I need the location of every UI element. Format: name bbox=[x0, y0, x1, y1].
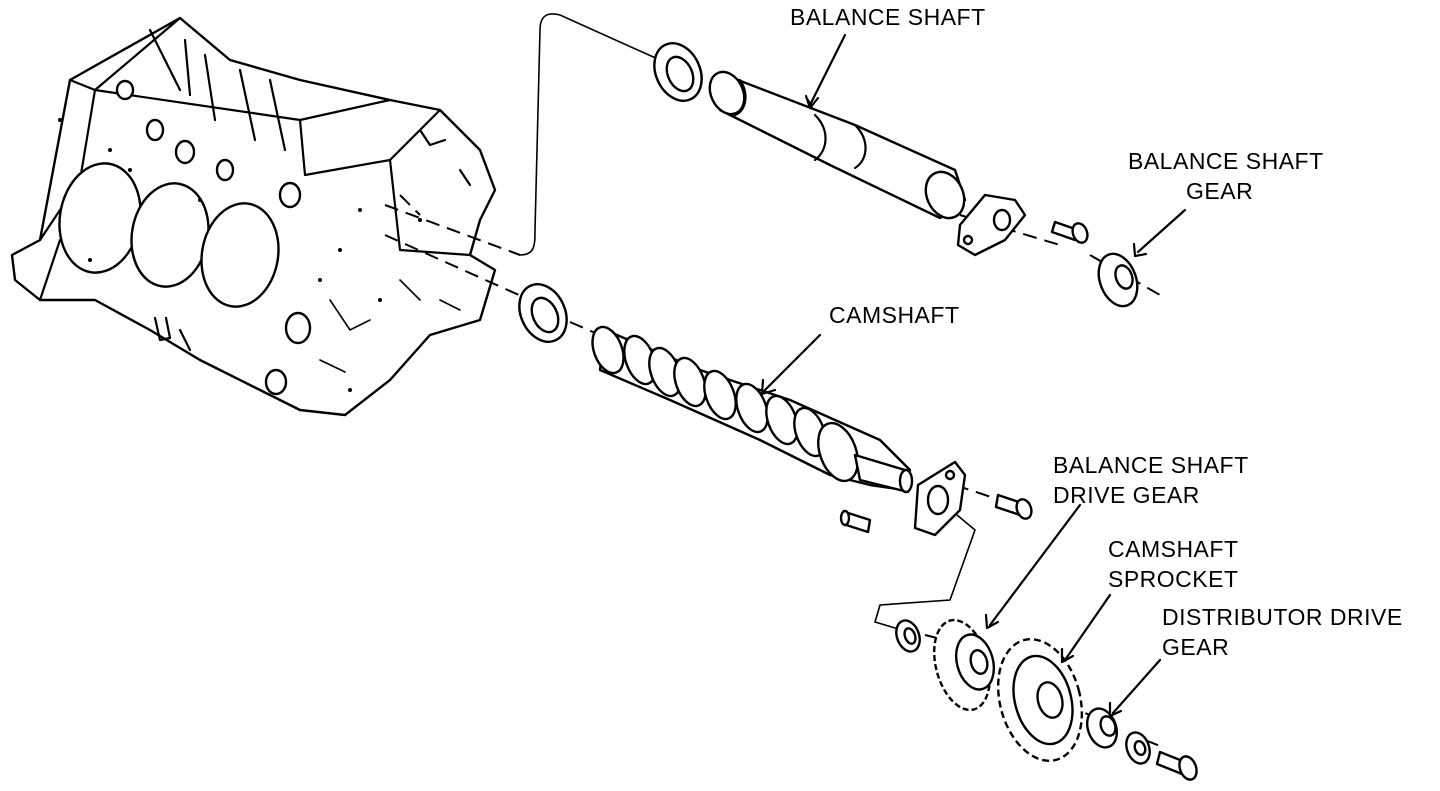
balance-shaft-bolt bbox=[1050, 220, 1089, 244]
balance-shaft-gear bbox=[1097, 252, 1139, 308]
label-sprocket-line2: SPROCKET bbox=[1108, 566, 1239, 592]
spacer-washer bbox=[895, 619, 921, 653]
label-distributor-line2: GEAR bbox=[1162, 634, 1230, 660]
label-balance-shaft-gear-line1: BALANCE SHAFT bbox=[1128, 148, 1324, 174]
label-distributor-line1: DISTRIBUTOR DRIVE bbox=[1162, 604, 1403, 630]
label-drive-gear-line1: BALANCE SHAFT bbox=[1053, 452, 1249, 478]
distributor-drive-gear bbox=[1085, 707, 1119, 749]
label-balance-shaft: BALANCE SHAFT bbox=[790, 4, 986, 30]
balance-shaft bbox=[653, 42, 967, 220]
camshaft bbox=[518, 283, 914, 494]
label-camshaft: CAMSHAFT bbox=[829, 302, 960, 328]
camshaft-sprocket bbox=[996, 638, 1084, 762]
engine-block bbox=[10, 16, 497, 417]
leader-lines bbox=[760, 33, 1187, 718]
label-drive-gear-line2: DRIVE GEAR bbox=[1053, 482, 1200, 508]
balance-shaft-drive-gear bbox=[933, 618, 996, 712]
camshaft-thrust-plate bbox=[913, 460, 967, 537]
thrust-plate-bolt bbox=[994, 493, 1033, 520]
label-sprocket-line1: CAMSHAFT bbox=[1108, 536, 1239, 562]
distributor-washer bbox=[1125, 731, 1151, 765]
camshaft-dowel bbox=[839, 509, 872, 534]
label-balance-shaft-gear-line2: GEAR bbox=[1186, 178, 1254, 204]
sprocket-bolt bbox=[1155, 750, 1198, 781]
balance-shaft-retainer bbox=[956, 193, 1027, 257]
